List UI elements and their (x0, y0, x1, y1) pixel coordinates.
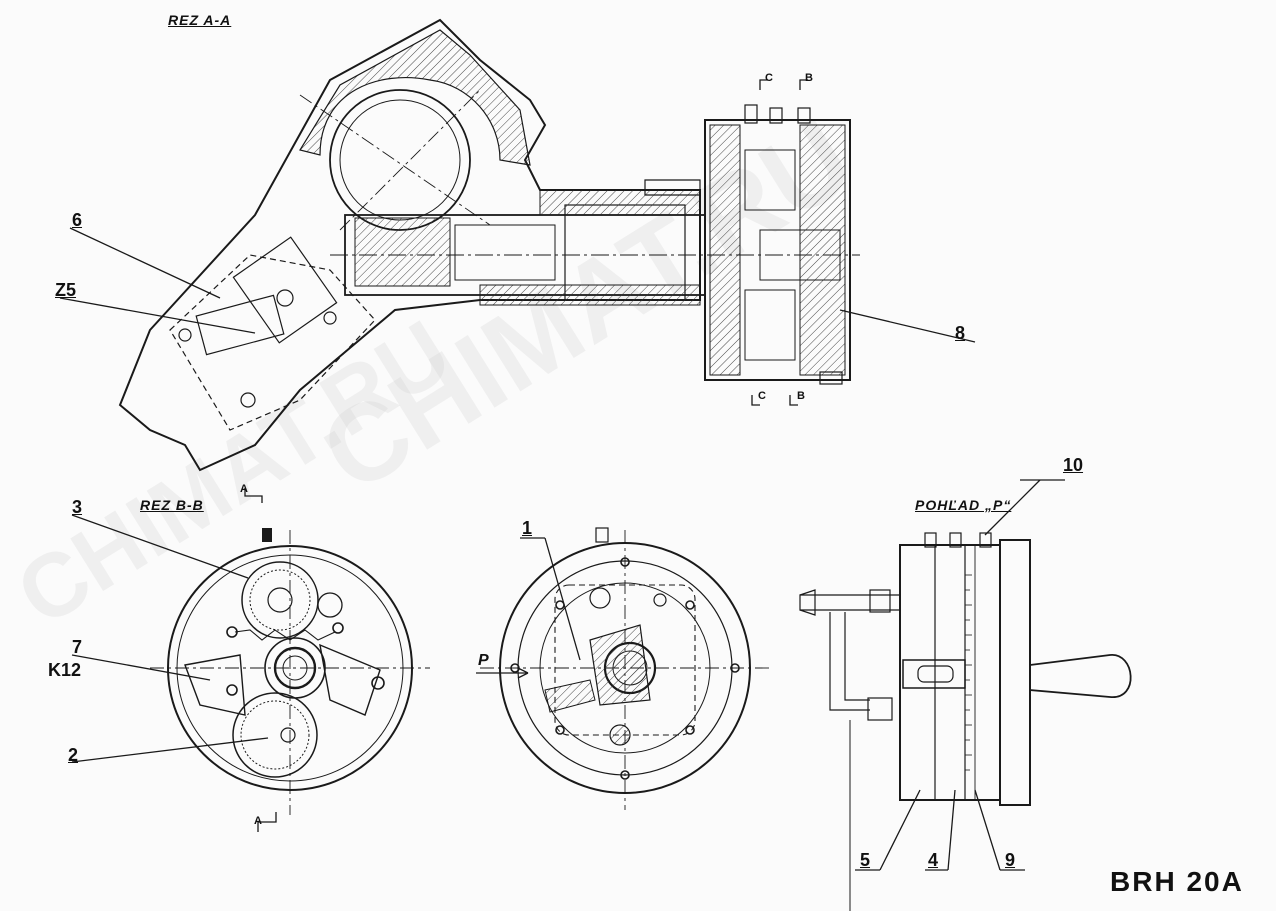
middle-view-drawing (476, 527, 770, 810)
callout-8: 8 (955, 323, 966, 343)
section-a-label: REZ A-A (168, 12, 232, 28)
bore-circle (329, 89, 471, 231)
section-b-b-drawing (71, 488, 430, 832)
cut-marker-c-bottom: C (758, 390, 766, 402)
sensor-plate (169, 254, 376, 431)
head-disc (704, 119, 851, 381)
callout-3: 3 (72, 497, 83, 517)
housing-wall-hatch (299, 29, 531, 166)
callout-6: 6 (72, 210, 83, 230)
callout-1: 1 (522, 518, 533, 538)
cut-marker-b-bottom: B (797, 390, 805, 402)
callout-z5: Z5 (55, 280, 77, 300)
callout-4: 4 (928, 850, 939, 870)
p-arrow-label: P (478, 652, 489, 669)
callout-k12: K12 (48, 660, 82, 680)
view-p-label: POHĽAD „P“ (915, 497, 1012, 513)
cut-marker-b-top: B (805, 72, 813, 84)
callout-5: 5 (860, 850, 871, 870)
cut-marker-a-bottom: A (254, 815, 262, 827)
callout-7: 7 (72, 637, 83, 657)
view-p-drawing (799, 479, 1132, 911)
cut-marker-a-top: A (240, 483, 248, 495)
section-b-label: REZ B-B (140, 497, 204, 513)
cut-marker-c-top: C (765, 72, 773, 84)
callout-9: 9 (1005, 850, 1016, 870)
section-a-a-drawing (59, 18, 976, 472)
bore-circle-inner (339, 99, 461, 221)
drawing-title: BRH 20A (1110, 866, 1244, 897)
knob-handle (1029, 654, 1132, 698)
callout-2: 2 (68, 745, 79, 765)
callout-10: 10 (1063, 455, 1084, 475)
